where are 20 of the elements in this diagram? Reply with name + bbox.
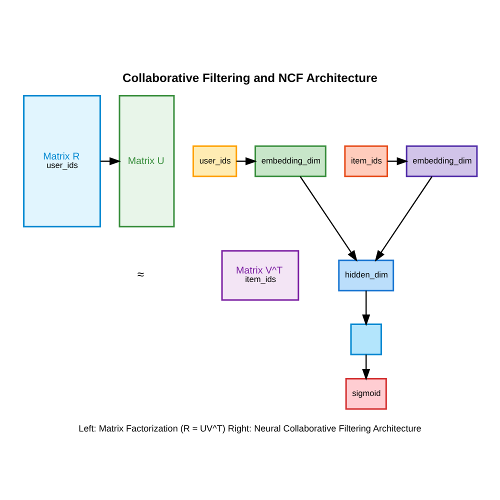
node-box: Matrix R user_ids	[23, 94, 101, 227]
diagram-title: Collaborative Filtering and NCF Architecture	[122, 70, 378, 85]
arrow	[362, 354, 370, 380]
node-box: hidden_dim	[338, 259, 394, 291]
arrow	[100, 156, 122, 165]
node-box: item_ids	[344, 144, 388, 177]
node-box: Matrix V^T item_ids	[221, 250, 300, 300]
arrow	[374, 176, 433, 262]
arrow	[387, 156, 408, 165]
node-box: embedding_dim	[254, 144, 326, 177]
node-box: embedding_dim	[406, 144, 478, 177]
label: ≈	[137, 266, 144, 281]
node-box: Matrix U	[118, 94, 175, 227]
node-box: user_ids	[192, 144, 238, 177]
arrow	[236, 156, 258, 165]
arrow	[362, 290, 370, 326]
node-box	[350, 323, 382, 355]
caption: Left: Matrix Factorization (R ≈ UV^T) Right: Neural Collaborative Filtering Architecture	[78, 422, 422, 433]
arrow	[300, 176, 358, 262]
node-box: sigmoid	[345, 377, 387, 410]
